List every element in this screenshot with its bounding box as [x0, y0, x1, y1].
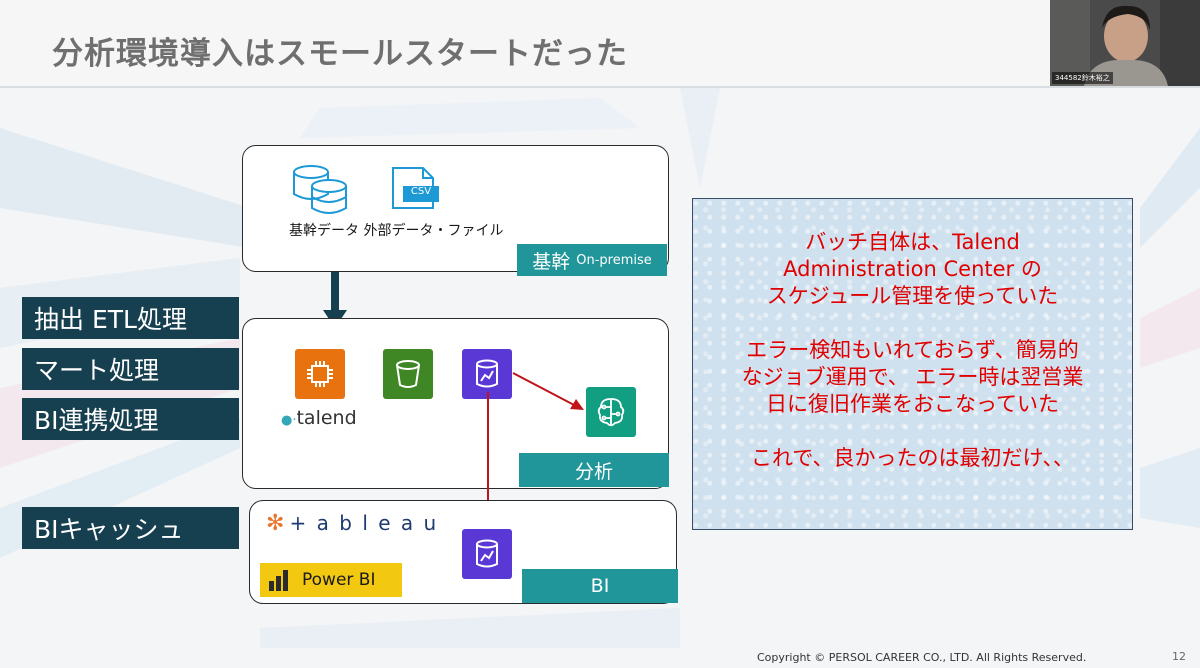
csv-badge: CSV: [410, 186, 432, 197]
analysis-box: ●·talend 分析: [242, 318, 669, 489]
title-divider: [0, 86, 1200, 88]
person-video-icon: [1050, 0, 1200, 86]
label-extract-etl: 抽出 ETL処理: [22, 297, 239, 339]
label-mart: マート処理: [22, 348, 239, 390]
label-bi-cache: BIキャッシュ: [22, 507, 239, 549]
powerbi-logo: Power BI: [260, 563, 402, 597]
tag-core-onpremise: 基幹 On-premise: [517, 244, 667, 276]
tag-core-sub: On-premise: [576, 252, 652, 268]
talend-label: talend: [296, 407, 357, 429]
redshift-icon: [462, 529, 512, 579]
tag-core-main: 基幹: [532, 250, 571, 273]
participant-name: 344582鈴木裕之: [1052, 72, 1113, 84]
note-panel: バッチ自体は、Talend Administration Center の スケ…: [692, 198, 1133, 530]
note-line: スケジュール管理を使っていた: [766, 284, 1059, 308]
note-line: 日に復旧作業をおこなっていた: [766, 392, 1059, 416]
tag-analysis: 分析: [519, 453, 669, 487]
webcam-thumbnail[interactable]: 344582鈴木裕之: [1050, 0, 1200, 86]
sagemaker-icon: [586, 387, 636, 437]
core-captions: 基幹データ 外部データ・ファイル: [289, 223, 504, 239]
page-number: 12: [1172, 650, 1186, 663]
tag-bi: BI: [522, 569, 678, 603]
ec2-icon: [295, 349, 345, 399]
core-system-box: CSV 基幹データ 外部データ・ファイル 基幹 On-premise: [242, 145, 669, 276]
powerbi-label: Power BI: [302, 570, 376, 590]
redshift-icon: [462, 349, 512, 399]
note-line: エラー検知もいれておらず、簡易的: [746, 338, 1079, 362]
powerbi-icon: [269, 570, 288, 591]
database-icon: [293, 165, 347, 214]
talend-logo: ●·talend: [281, 407, 357, 429]
csv-file-icon: [392, 167, 439, 209]
label-bi-integration: BI連携処理: [22, 398, 239, 440]
note-line: なジョブ運用で、 エラー時は翌営業: [741, 365, 1084, 389]
page-title: 分析環境導入はスモールスタートだった: [52, 36, 628, 72]
tableau-label: + a b l e a u: [289, 511, 439, 535]
s3-bucket-icon: [383, 349, 433, 399]
note-line: これで、良かったのは最初だけ、、: [751, 446, 1074, 470]
bi-box: ✻ + a b l e a u Power BI BI: [249, 500, 678, 604]
copyright: Copyright © PERSOL CAREER CO., LTD. All …: [757, 651, 1087, 664]
note-line: バッチ自体は、Talend: [805, 230, 1020, 254]
note-line: Administration Center の: [783, 257, 1042, 281]
tableau-logo: ✻ + a b l e a u: [266, 511, 439, 536]
title-bar: 分析環境導入はスモールスタートだった: [0, 0, 1050, 86]
